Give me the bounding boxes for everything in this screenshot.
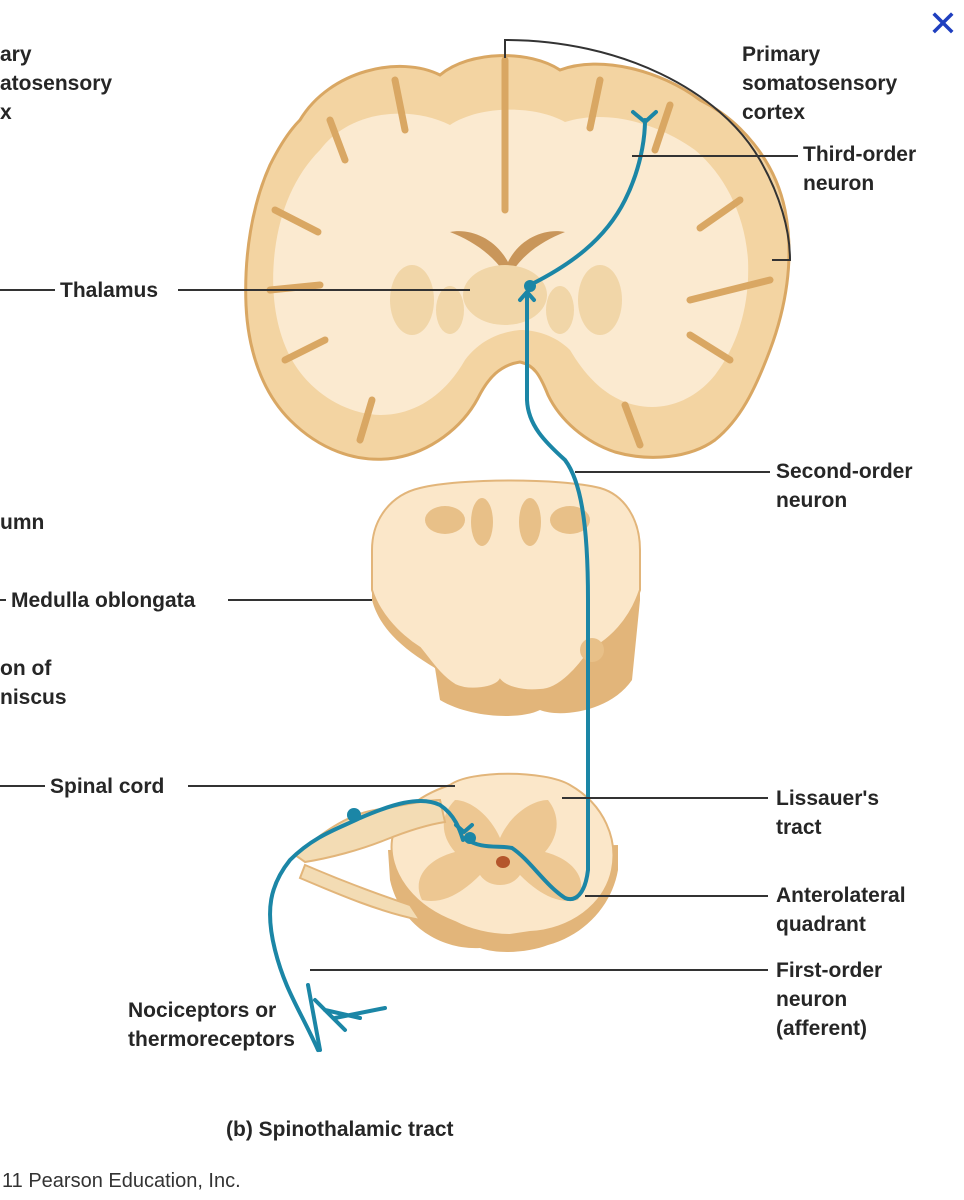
leader-lines — [0, 155, 798, 971]
dorsal-root — [293, 798, 447, 864]
label-primary-cortex-right-3: cortex — [742, 101, 806, 124]
label-primary-cortex-left: ary atosensory x — [0, 40, 112, 127]
label-receptors: Nociceptors or thermoreceptors — [128, 996, 295, 1054]
label-anterolateral-quadrant: Anterolateral quadrant — [776, 881, 906, 939]
synapse-thalamus — [518, 290, 536, 302]
label-second-order-2: neuron — [776, 489, 848, 512]
central-canal — [496, 856, 510, 868]
label-primary-cortex-left-1: ary — [0, 43, 32, 66]
third-order-cell-body — [524, 280, 536, 292]
label-spinal-cord: Spinal cord — [50, 775, 165, 798]
label-anterolateral-2: quadrant — [776, 913, 866, 936]
caption-letter: (b) — [226, 1118, 253, 1141]
figure-caption: (b) Spinothalamic tract — [226, 1118, 454, 1142]
label-third-order-1: Third-order — [803, 143, 917, 166]
lateral-ventricles — [450, 231, 565, 272]
spinal-cord-section — [293, 772, 618, 952]
medulla-section — [371, 479, 641, 716]
label-primary-cortex-right-2: somatosensory — [742, 72, 898, 95]
label-first-order-1: First-order — [776, 959, 883, 982]
label-primary-cortex-right-1: Primary — [742, 43, 821, 66]
label-decussation-2: niscus — [0, 686, 67, 709]
ventral-root — [298, 863, 423, 922]
label-lissauer-2: tract — [776, 816, 822, 839]
label-thalamus: Thalamus — [60, 279, 159, 302]
synapse-cortex — [631, 110, 658, 124]
label-first-order-3: (afferent) — [776, 1017, 868, 1040]
label-receptors-1: Nociceptors or — [128, 999, 277, 1022]
ganglion-cell-body — [347, 808, 361, 822]
first-order-neuron-path — [268, 798, 465, 1052]
label-primary-cortex-left-3: x — [0, 101, 12, 124]
label-decussation-1: on of — [0, 657, 52, 680]
label-third-order-2: neuron — [803, 172, 875, 195]
label-primary-cortex-left-2: atosensory — [0, 72, 113, 95]
label-first-order-neuron: First-order neuron (afferent) — [776, 956, 882, 1043]
brain-coronal-section — [244, 38, 792, 461]
label-lissauer-tract: Lissauer's tract — [776, 784, 879, 842]
label-third-order-neuron: Third-order neuron — [803, 140, 916, 198]
label-lissauer-1: Lissauer's — [776, 787, 880, 810]
label-second-order-neuron: Second-order neuron — [776, 457, 913, 515]
caption-title: Spinothalamic tract — [258, 1118, 454, 1141]
second-order-cell-body — [464, 832, 476, 844]
synapse-spinal — [454, 823, 474, 834]
label-receptors-2: thermoreceptors — [128, 1028, 295, 1051]
third-order-neuron-path — [528, 118, 647, 287]
neuron-cell-bodies — [347, 280, 536, 844]
thalamus-region — [390, 265, 622, 335]
label-column: umn — [0, 511, 45, 534]
label-second-order-1: Second-order — [776, 460, 913, 483]
brain-sulci — [266, 56, 774, 449]
label-decussation: on of niscus — [0, 654, 67, 712]
label-first-order-2: neuron — [776, 988, 848, 1011]
label-anterolateral-1: Anterolateral — [776, 884, 906, 907]
second-order-neuron-path — [463, 293, 590, 901]
receptor-endings — [306, 983, 387, 1052]
copyright-credit: 11 Pearson Education, Inc. — [2, 1170, 241, 1192]
close-icon[interactable]: ✕ — [927, 4, 959, 45]
label-medulla: Medulla oblongata — [11, 589, 196, 612]
neuron-pathway — [268, 110, 658, 1052]
label-primary-cortex-right: Primary somatosensory cortex — [742, 40, 897, 127]
cortex-bracket — [504, 38, 792, 261]
